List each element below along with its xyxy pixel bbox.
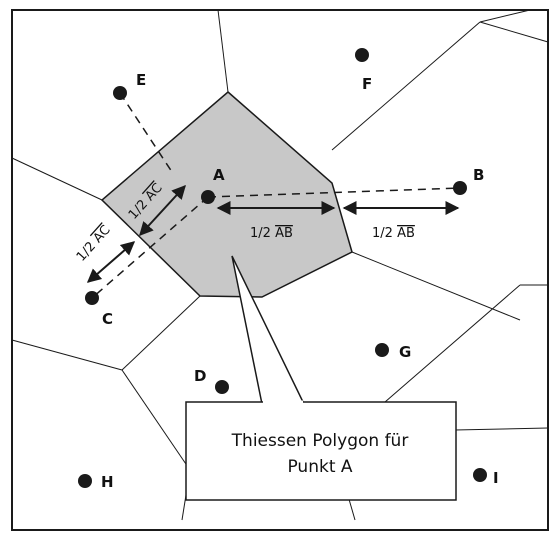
- boundary-fb-right: [479, 21, 549, 43]
- boundary-cd: [121, 295, 201, 371]
- point-label-i: I: [493, 469, 499, 487]
- segment-ab: AB: [275, 226, 293, 241]
- voronoi-boundaries: [11, 9, 549, 521]
- label-half-ab-right: 1/2 AB: [372, 226, 415, 241]
- point-label-b: B: [473, 166, 484, 184]
- boundary-ef: [217, 9, 229, 93]
- measure-arrows: [86, 184, 460, 283]
- point-h: [78, 474, 92, 488]
- label-half-ab-left: 1/2 AB: [250, 226, 293, 241]
- point-b: [453, 181, 467, 195]
- point-g: [375, 343, 389, 357]
- point-i: [473, 468, 487, 482]
- point-label-g: G: [399, 343, 411, 361]
- boundary-fb-top: [479, 9, 531, 23]
- point-label-e: E: [136, 71, 146, 89]
- point-label-a: A: [213, 166, 225, 184]
- point-f: [355, 48, 369, 62]
- arrow-half-ac-lower: [86, 241, 136, 283]
- point-label-f: F: [362, 75, 372, 93]
- callout-box: [185, 401, 457, 501]
- point-label-d: D: [194, 367, 206, 385]
- callout-line-2: Punkt A: [287, 457, 352, 477]
- point-a: [201, 190, 215, 204]
- dashed-line-e-c: [119, 92, 173, 173]
- points: [78, 48, 487, 488]
- boundary-fb: [331, 21, 481, 151]
- point-c: [85, 291, 99, 305]
- boundary-dh: [121, 369, 191, 471]
- arrow-half-ac-upper: [139, 184, 186, 237]
- boundary-ec: [11, 157, 103, 201]
- point-label-c: C: [102, 310, 113, 328]
- boundary-gi: [384, 284, 521, 403]
- point-label-h: H: [101, 473, 114, 491]
- boundary-gi-lower: [454, 427, 549, 431]
- point-e: [113, 86, 127, 100]
- dashed-line-a-b: [207, 187, 461, 198]
- point-d: [215, 380, 229, 394]
- boundary-ch: [11, 339, 123, 371]
- segment-ab: AB: [397, 226, 415, 241]
- callout-line-1: Thiessen Polygon für: [231, 431, 409, 451]
